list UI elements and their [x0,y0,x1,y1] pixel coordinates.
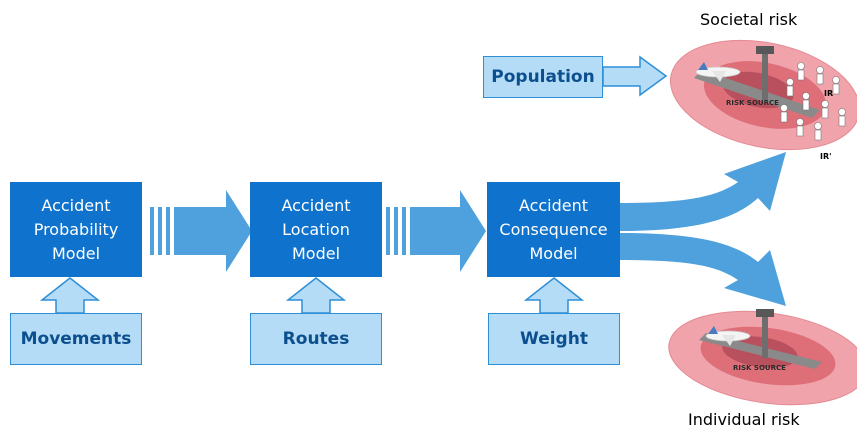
airplane-icon [705,326,751,346]
people-icons [780,62,846,141]
arrow-population-right [602,55,668,97]
risk-source-label: RISK SOURCE [733,364,786,372]
arrow-movements-up [39,277,101,314]
individual-risk-illustration: RISK SOURCE [668,309,857,406]
model-line: Accident [41,195,111,215]
arrow-to-individual-risk [620,233,786,306]
model-line: Probability [33,219,119,239]
model-line: Consequence [499,219,608,239]
routes-input-box: Routes [250,313,382,365]
airplane-icon [695,62,741,82]
control-tower-icon [756,309,774,358]
societal-risk-illustration: RISK SOURCE IR IR' [669,39,857,161]
model-line: Accident [281,195,351,215]
model-line: Location [282,219,350,239]
arrow-probability-to-location [150,190,252,272]
accident-probability-model-box: Accident Probability Model [10,182,142,277]
societal-risk-label: Societal risk [700,10,798,29]
control-tower-icon [756,46,774,100]
arrow-location-to-consequence [386,190,486,272]
runway-icon [694,70,820,118]
weight-input-box: Weight [488,313,620,365]
model-line: Model [529,243,578,263]
arrow-to-societal-risk [620,152,786,231]
arrow-routes-up [285,277,347,314]
model-line: Model [291,243,341,263]
model-line: Model [51,243,101,263]
population-input-box: Population [483,56,603,98]
ir-inner-label: IR [824,89,833,98]
accident-consequence-model-box: Accident Consequence Model [487,182,620,277]
ir-outer-label: IR' [820,152,832,161]
movements-input-box: Movements [10,313,142,365]
model-line: Accident [518,195,589,215]
individual-risk-label: Individual risk [688,410,800,429]
accident-location-model-box: Accident Location Model [250,182,382,277]
risk-source-label: RISK SOURCE [726,99,779,107]
arrow-weight-up [523,277,585,314]
